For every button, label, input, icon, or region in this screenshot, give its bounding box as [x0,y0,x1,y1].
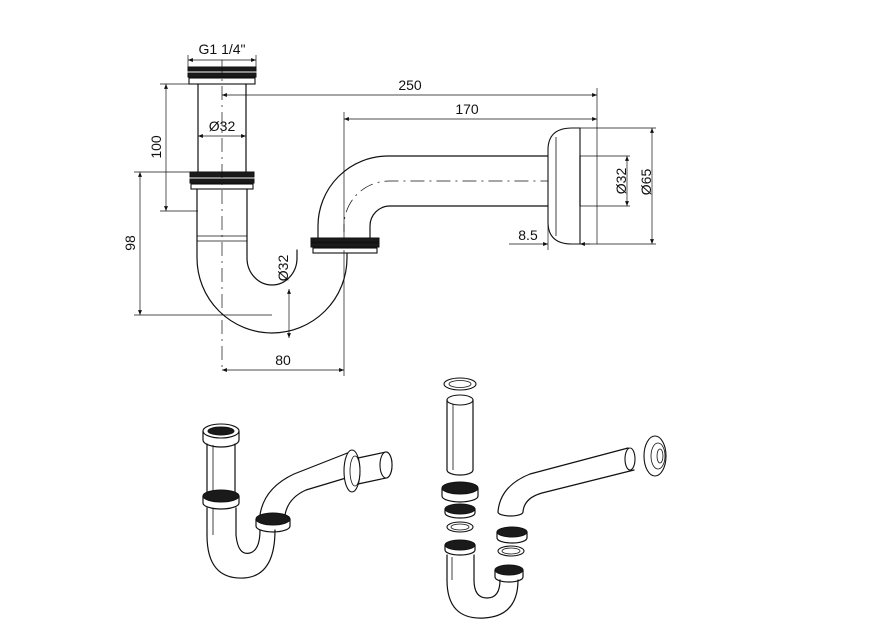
exploded-lower-nut [444,539,476,551]
outlet-elbow-arm [317,155,560,239]
exploded-elbow-arm [497,447,629,513]
dim-total-length-label: 250 [398,77,422,93]
dim-trap-width: 80 [222,250,345,376]
dim-height-total-label: 98 [122,235,138,251]
exploded-top-gasket [443,377,477,391]
dim-thread: G1 1/4" [187,41,257,67]
dim-tube-diameter-top: Ø32 [198,118,246,138]
dim-flange-diameter: Ø65 [572,127,656,245]
dim-height-upper: 100 [148,83,198,212]
dim-tube-diameter-bend-label: Ø32 [275,255,291,282]
front-elevation-view: G1 1/4" 250 170 Ø32 100 [122,41,656,376]
dim-outlet-diameter: Ø32 [580,155,630,207]
dim-trap-width-label: 80 [275,352,291,368]
dim-total-length: 250 [222,77,598,244]
assembled-wall-flange [343,449,361,493]
exploded-slip-nut [441,481,479,495]
wall-flange [547,127,581,245]
exploded-washer [444,503,476,515]
exploded-elbow-nut [496,526,528,538]
dim-thread-label: G1 1/4" [199,41,246,57]
exploded-inlet-tube [446,394,474,406]
dim-flange-thickness-label: 8.5 [518,227,538,243]
exploded-view [441,377,667,619]
dim-flange-diameter-label: Ø65 [638,169,654,196]
dim-height-total: 98 [122,171,272,316]
u-bend [196,240,348,334]
exploded-wall-flange [643,435,667,477]
dim-arm-length-label: 170 [455,101,479,117]
assembled-view [202,423,393,579]
dim-tube-diameter-top-label: Ø32 [209,118,236,134]
dim-tube-diameter-bend: Ø32 [275,255,291,338]
dim-outlet-diameter-label: Ø32 [613,168,629,195]
dim-arm-length: 170 [343,101,597,232]
assembled-middle-nut [202,489,240,503]
dim-height-upper-label: 100 [148,135,164,159]
exploded-trap-nut [494,564,524,576]
dim-flange-thickness: 8.5 [509,224,590,250]
bend-slip-nut [310,237,380,254]
vertical-inlet-tube [197,83,247,173]
